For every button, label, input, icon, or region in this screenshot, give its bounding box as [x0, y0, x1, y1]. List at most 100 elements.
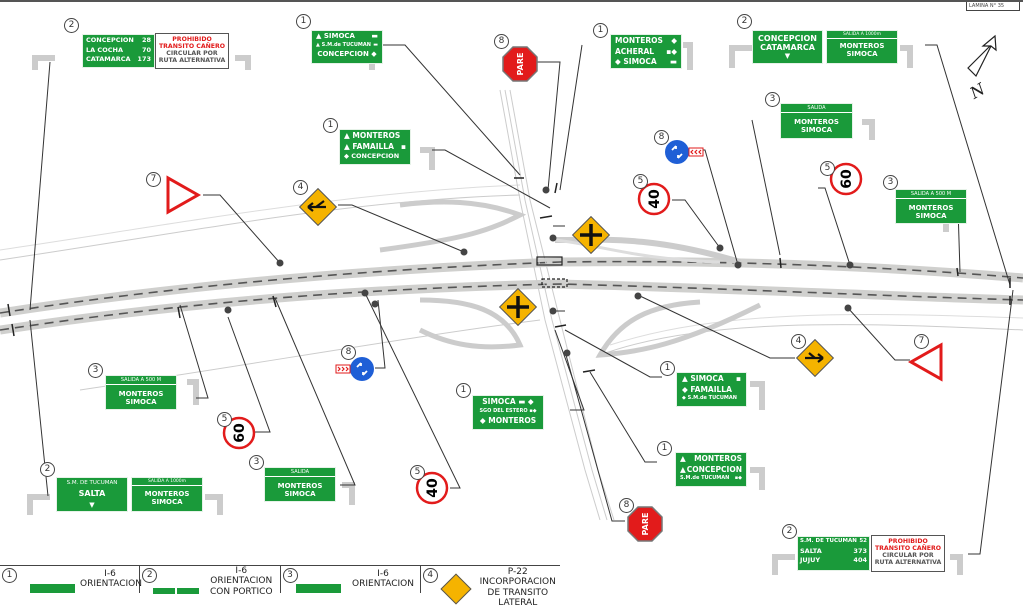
guide-sign-directional: SIMOCA ▬ ◆ SGO DEL ESTERO ▪◆ ◆ MONTEROS: [472, 395, 544, 430]
cross-road: [504, 89, 608, 521]
ramp-ne: [554, 236, 741, 265]
road-plan: N PARE PARE 40 60 60 40: [0, 34, 1023, 575]
legend-item: 3 I-6 ORIENTACION: [281, 566, 421, 593]
guide-sign-directional: ▲ SIMOCA▪ ◆ FAMAILLA ◆ S.M.de TUCUMAN: [676, 372, 747, 407]
guide-sign-directional: ▲MONTEROS ▲CONCEPCION S.M.de TUCUMAN▪◆: [675, 452, 747, 487]
keep-either-side-sign-bottom: [335, 357, 374, 381]
sheet-number: 35: [997, 3, 1005, 9]
guide-sign-directional: ▲ SIMOCA▬ ▲ S.M.de TUCUMAN▬ CONCEPCION ◆: [311, 30, 383, 64]
legend-title: INCORPORACION DE TRANSITO LATERAL: [479, 577, 556, 608]
ref-number: 1: [657, 441, 672, 456]
ref-number: 2: [40, 462, 55, 477]
ref-number: 4: [422, 568, 438, 583]
ref-number: 7: [914, 334, 929, 349]
north-label: N: [966, 79, 989, 103]
legend-item: 1 I-6 ORIENTACION: [0, 566, 142, 593]
ref-number: 5: [217, 412, 232, 427]
speed-value: 40: [647, 189, 663, 209]
sheet-number-box: LAMINA N° 35: [966, 2, 1020, 11]
frontage-line: [599, 324, 1023, 356]
legend-sign-thumbnail: [295, 584, 341, 593]
ref-number: 3: [88, 363, 103, 378]
ref-number: 2: [142, 568, 158, 583]
ref-number: 8: [341, 345, 356, 360]
crossroads-icon: [507, 296, 529, 318]
exit-sign: SALIDA MONTEROS SIMOCA: [780, 103, 853, 139]
stop-sign-top: PARE: [502, 46, 538, 82]
ref-number: 5: [410, 465, 425, 480]
legend-code: P-22: [507, 567, 528, 577]
ref-number: 8: [619, 498, 634, 513]
speed-value: 60: [232, 423, 248, 443]
portico-sign-right-panel: SALIDA A 1000m MONTEROS SIMOCA: [131, 477, 203, 512]
sheet-border-top: [0, 0, 1023, 2]
ramp-se: [595, 299, 762, 358]
legend-code: I-6: [235, 566, 248, 576]
ref-number: 5: [633, 174, 648, 189]
legend-title: ORIENTACION: [352, 579, 414, 590]
highway-north-centerline: [0, 260, 1023, 314]
stop-sign-label: PARE: [516, 53, 525, 76]
ramp-sw: [418, 297, 524, 350]
ref-number: 1: [323, 118, 338, 133]
merge-warning-sign-right: [795, 338, 835, 378]
ref-number: 3: [282, 568, 298, 583]
ref-number: 1: [296, 14, 311, 29]
speed-value: 60: [839, 169, 855, 189]
ref-number: 8: [494, 34, 509, 49]
ref-number: 1: [456, 383, 471, 398]
distance: 373: [853, 546, 867, 555]
ref-number: 1: [2, 568, 17, 583]
distance: 28: [141, 36, 151, 44]
guide-sign-directional: ▲ MONTEROS ▲ FAMAILLA▪ ◆ CONCEPCION: [339, 129, 411, 165]
ref-number: 7: [146, 172, 161, 187]
speed-limit-sign-60-bottom: 60: [222, 416, 256, 450]
ref-number: 4: [293, 180, 308, 195]
prohibition-notice-sign: PROHIBIDO TRANSITO CAÑERO CIRCULAR POR R…: [871, 535, 945, 572]
distance: 52: [859, 538, 867, 544]
legend-item: 2 I-6 ORIENTACION CON PORTICO: [140, 566, 281, 597]
gantry-markers: [7, 177, 1011, 373]
legend-title: ORIENTACION: [80, 579, 142, 590]
cross-road: [509, 89, 615, 521]
ramp-nw: [379, 199, 527, 253]
ref-number: 8: [654, 130, 669, 145]
sign-location-dots: [224, 186, 854, 357]
ref-number: 1: [660, 361, 675, 376]
merge-warning-sign-left: [298, 187, 338, 227]
legend-item: 4 P-22 INCORPORACION DE TRANSITO LATERAL: [421, 566, 560, 608]
frontage-line: [0, 184, 521, 251]
highway-south-centerline: [0, 283, 1023, 331]
exit-sign: SALIDA A 500 M MONTEROS SIMOCA: [105, 375, 177, 410]
legend-sign-thumbnail: [30, 584, 75, 593]
chevron-right-icon: [337, 366, 349, 372]
guide-sign-directional: MONTEROS◆ ACHERAL▪◆ ◆ SIMOCA▬: [610, 34, 682, 69]
ref-number: 2: [64, 18, 79, 33]
legend-title: ORIENTACION CON PORTICO: [209, 576, 273, 597]
speed-limit-sign-40-bottom: 40: [415, 471, 449, 505]
destination: JUJUY: [800, 556, 821, 564]
legend-code: I-6: [104, 569, 116, 579]
ref-number: 2: [782, 524, 797, 539]
portico-sign-left-panel: CONCEPCION CATAMARCA ▼: [752, 30, 823, 64]
ref-number: 3: [249, 455, 264, 470]
merge-left-arrow-icon: [307, 200, 326, 212]
distance: 173: [137, 55, 151, 63]
frontage-line: [0, 194, 521, 261]
yield-sign-right: [907, 342, 943, 382]
bridge-south: [541, 278, 568, 288]
ref-number: 5: [820, 161, 835, 176]
ref-number: 2: [737, 14, 752, 29]
speed-limit-sign-40-top: 40: [637, 182, 671, 216]
gantry-posts: [27, 42, 963, 575]
destination: LA COCHA: [86, 45, 123, 54]
crossroads-warning-sign-bottom: [498, 287, 538, 327]
prohibition-notice-sign: PROHIBIDO TRANSITO CAÑERO CIRCULAR POR R…: [155, 33, 229, 69]
destination: CONCEPCION: [86, 36, 134, 44]
stop-sign-bottom: PARE: [627, 506, 663, 542]
yield-sign-left: [166, 175, 202, 215]
legend-warning-thumbnail: [440, 573, 472, 605]
destination: SALTA: [800, 546, 822, 555]
